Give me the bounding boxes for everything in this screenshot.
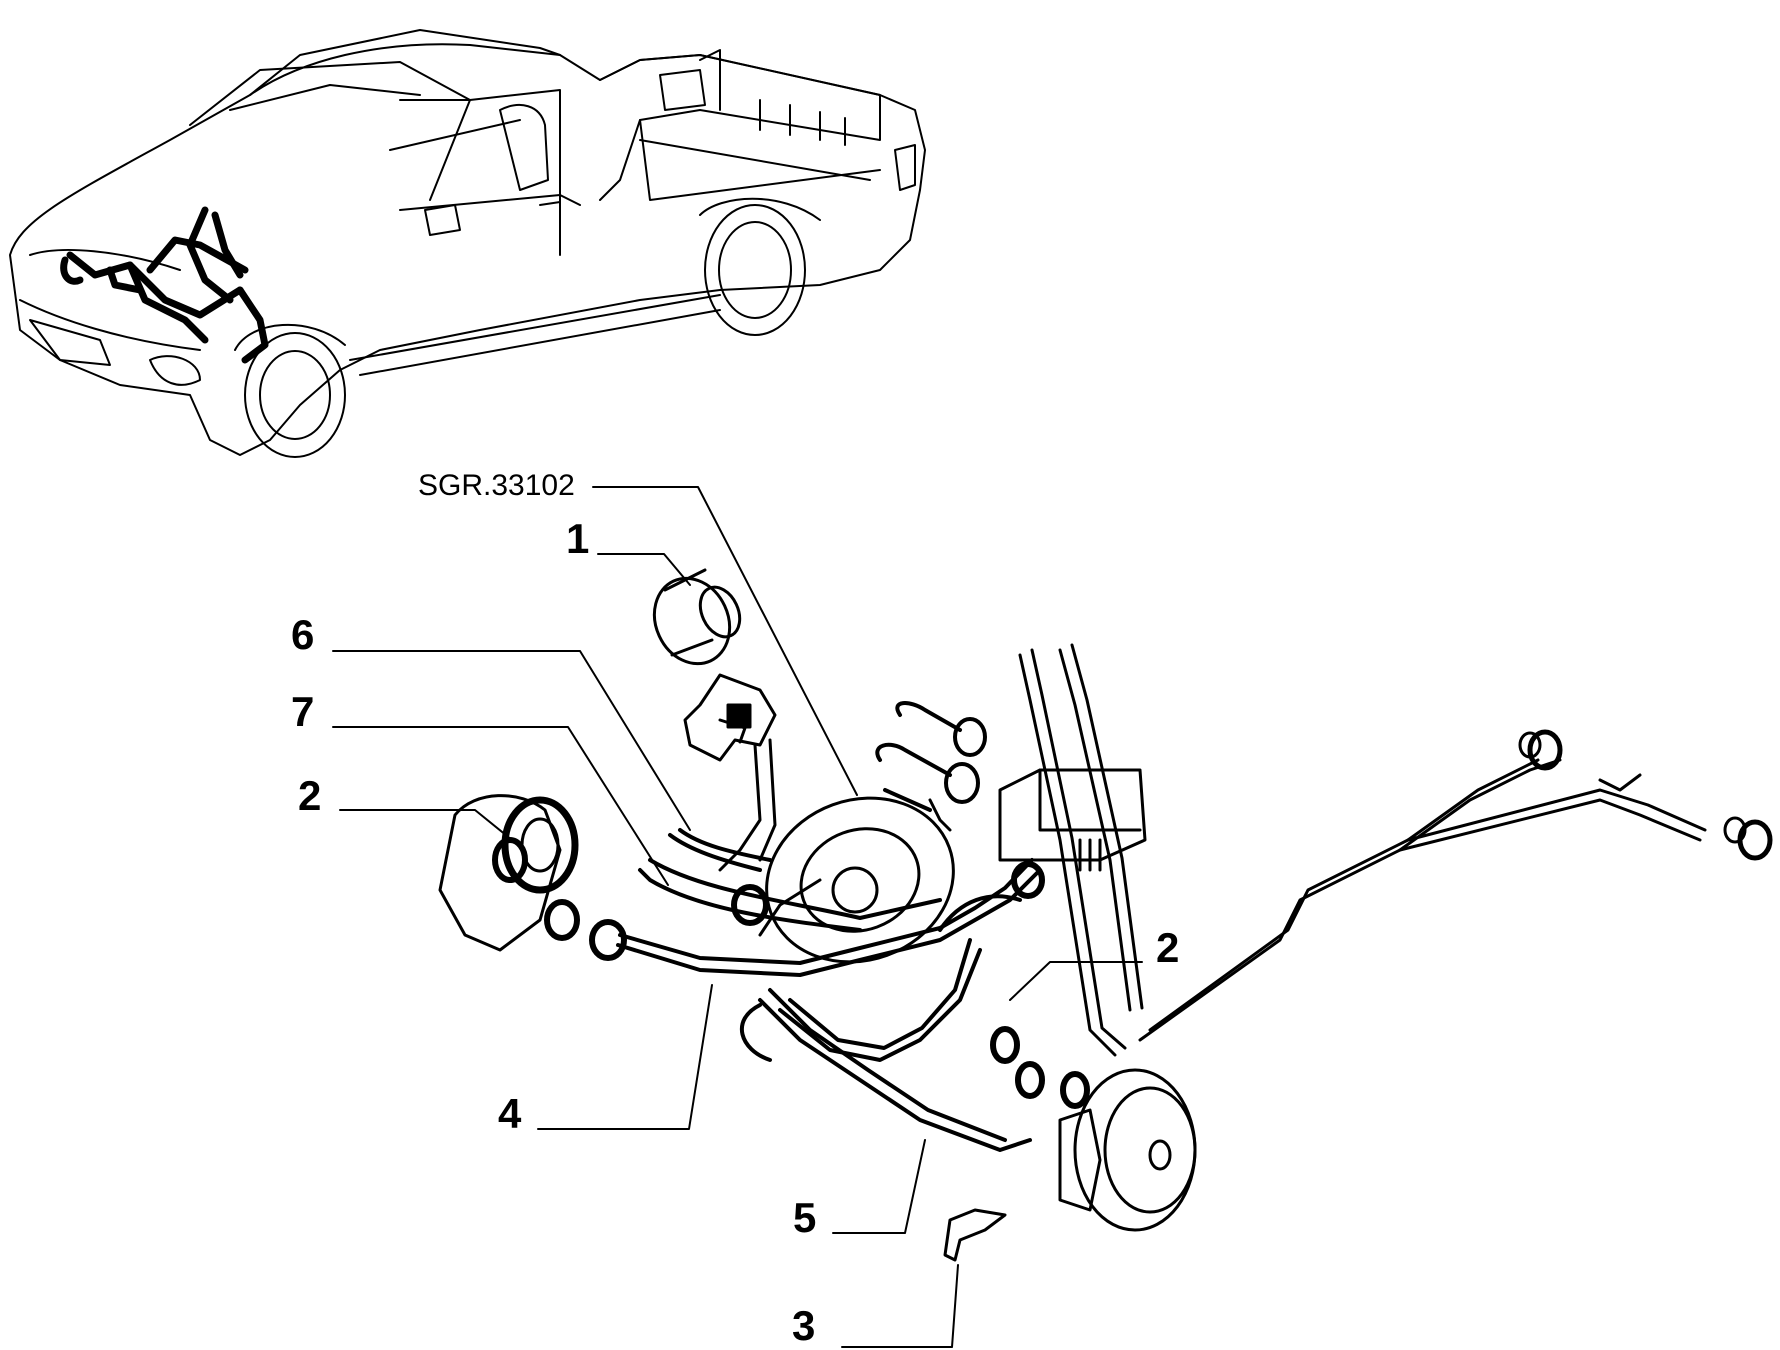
grommet	[652, 568, 742, 666]
valve-block	[998, 768, 1147, 872]
leader-7	[332, 726, 669, 886]
leader-ref	[592, 486, 858, 796]
front-left-brake	[438, 794, 627, 961]
leader-2-right	[1009, 961, 1143, 1001]
front-brake-pipes	[616, 828, 1045, 1152]
brake-servo	[758, 796, 955, 964]
vehicle-illustration	[9, 29, 926, 458]
bracket-clip	[943, 1208, 1007, 1262]
callout-5: 5	[793, 1194, 817, 1241]
leader-3	[841, 1264, 959, 1348]
callout-7: 7	[291, 688, 315, 735]
front-right-brake	[990, 1026, 1197, 1232]
rear-brake-pipes	[1018, 643, 1773, 1057]
leader-5	[832, 1139, 926, 1234]
brake-components	[438, 568, 1773, 1262]
callout-2-left: 2	[298, 772, 322, 819]
callout-3: 3	[792, 1302, 816, 1349]
reference-code: SGR.33102	[418, 469, 575, 502]
leader-lines	[332, 486, 1143, 1348]
callout-2-right: 2	[1156, 924, 1180, 971]
callout-6: 6	[291, 611, 315, 658]
leader-2-left	[339, 809, 513, 841]
leader-1	[597, 553, 691, 586]
leader-6	[332, 650, 691, 831]
leader-4	[537, 984, 713, 1130]
callout-4: 4	[498, 1090, 522, 1137]
callout-1: 1	[566, 515, 590, 562]
pipe-fittings	[875, 701, 987, 812]
